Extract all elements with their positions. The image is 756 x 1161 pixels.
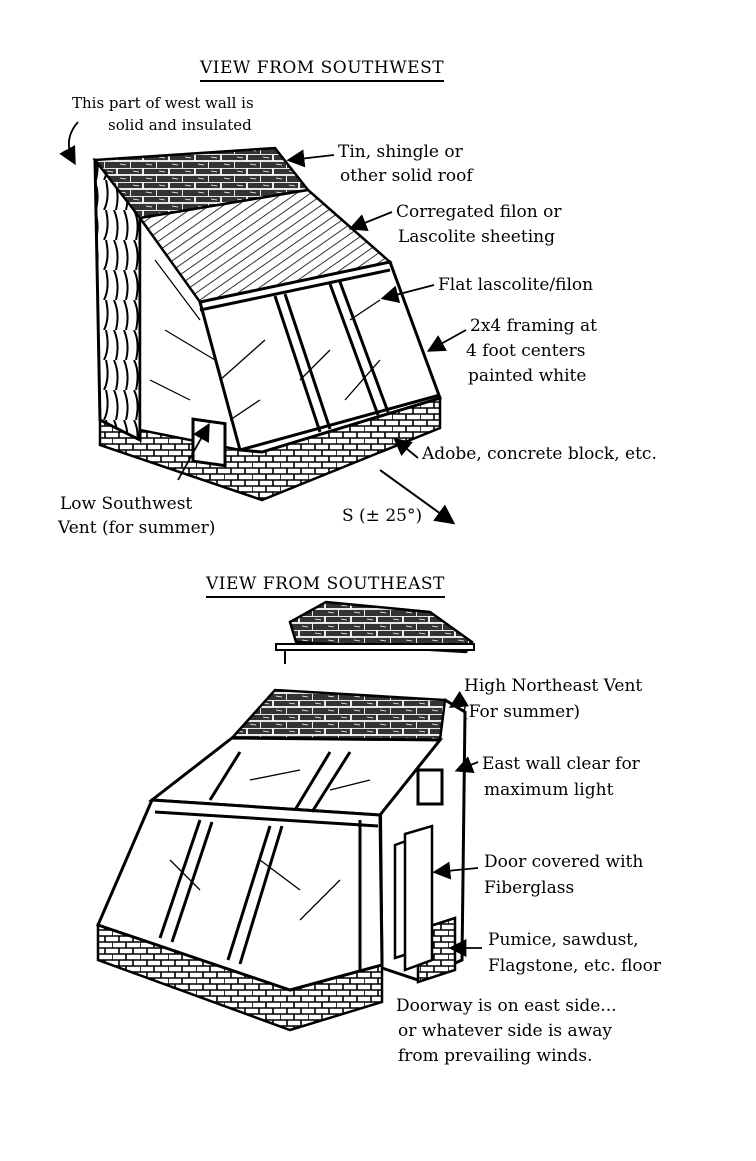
- sw-framing: [199, 268, 441, 452]
- framing-label-line2: 4 foot centers: [466, 341, 586, 361]
- ne-vent-label-line1: High Northeast Vent: [464, 676, 643, 696]
- floor-label-line2: Flagstone, etc. floor: [488, 956, 662, 976]
- sw-view-title: VIEW FROM SOUTHWEST: [200, 59, 445, 82]
- west-wall-label-line2: solid and insulated: [108, 116, 252, 134]
- door-label-line2: Fiberglass: [484, 878, 575, 898]
- low-vent-label-line1: Low Southwest: [60, 494, 193, 514]
- corrugated-label-line1: Corregated filon or: [396, 202, 562, 222]
- se-house-eave: [275, 643, 475, 651]
- south-orientation-label: S (± 25°): [342, 506, 423, 526]
- se-front-glazing: [95, 798, 384, 992]
- sw-leaders: [59, 121, 467, 481]
- solid-roof-label-line2: other solid roof: [340, 166, 473, 186]
- east-wall-label-line1: East wall clear for: [482, 754, 640, 774]
- adobe-label: Adobe, concrete block, etc.: [422, 444, 657, 464]
- sw-low-vent: [191, 417, 227, 468]
- se-doorway-open: [403, 824, 434, 972]
- se-leaders: [432, 690, 482, 957]
- framing-label-line1: 2x4 framing at: [470, 316, 597, 336]
- doorway-label-line3: from prevailing winds.: [398, 1046, 593, 1066]
- solid-roof-label-line1: Tin, shingle or: [338, 142, 463, 162]
- sw-front-glazing: [198, 260, 442, 454]
- se-view-title: VIEW FROM SOUTHEAST: [206, 575, 445, 598]
- corrugated-label-line2: Lascolite sheeting: [398, 227, 555, 247]
- floor-label-line1: Pumice, sawdust,: [488, 930, 639, 950]
- southeast-greenhouse: [95, 600, 475, 1032]
- ne-vent-label-line2: (For summer): [462, 702, 580, 722]
- door-label-line1: Door covered with: [484, 852, 644, 872]
- doorway-label-line1: Doorway is on east side...: [396, 996, 617, 1016]
- east-wall-label-line2: maximum light: [484, 780, 614, 800]
- se-house-roof: [288, 600, 474, 654]
- flat-glazing-label: Flat lascolite/filon: [438, 275, 594, 295]
- south-arrow: [379, 469, 456, 525]
- west-wall-label-line1: This part of west wall is: [72, 94, 254, 112]
- southwest-greenhouse: [92, 146, 456, 525]
- se-solid-roof: [229, 688, 447, 742]
- framing-label-line3: painted white: [468, 366, 587, 386]
- low-vent-label-line2: Vent (for summer): [58, 518, 216, 538]
- doorway-label-line2: or whatever side is away: [398, 1021, 612, 1041]
- se-ne-vent: [416, 768, 444, 806]
